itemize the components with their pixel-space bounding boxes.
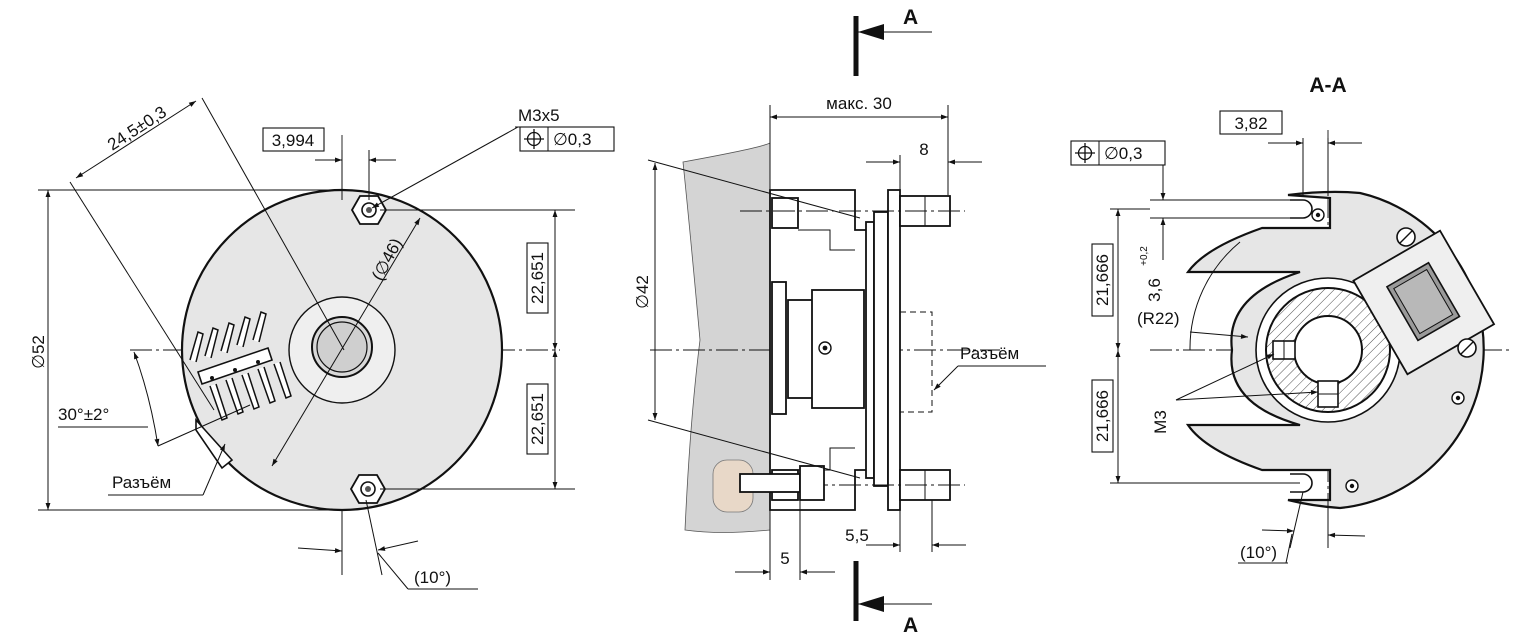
front-dim-lower: 22,651 bbox=[528, 393, 547, 445]
front-tolerance-value: ∅0,3 bbox=[553, 130, 591, 149]
front-diameter-label: ∅52 bbox=[29, 335, 48, 369]
hub-bore bbox=[1293, 315, 1363, 385]
mount-screw bbox=[739, 473, 801, 493]
front-dim-lower-box bbox=[526, 383, 549, 455]
section-top-box bbox=[1219, 110, 1283, 135]
front-dim-upper: 22,651 bbox=[528, 252, 547, 304]
section-dim-upper-box bbox=[1091, 243, 1114, 317]
front-offset-label: 3,994 bbox=[272, 131, 315, 150]
front-connector-angle: 30°±2° bbox=[58, 405, 109, 424]
side-connector-label: Разъём bbox=[960, 344, 1019, 363]
connector-outline bbox=[899, 311, 933, 413]
section-dim-lower-box bbox=[1091, 379, 1114, 453]
section-thread: M3 bbox=[1151, 410, 1170, 434]
housing-step-top bbox=[771, 197, 799, 229]
section-view: A-A bbox=[1070, 74, 1510, 564]
section-tolerance-value: ∅0,3 bbox=[1104, 144, 1142, 163]
side-step-dim: 5,5 bbox=[845, 526, 869, 545]
front-dim-upper-box bbox=[526, 242, 549, 314]
connector-block bbox=[1352, 229, 1496, 376]
position-tolerance-icon bbox=[1075, 143, 1095, 163]
section-marker-top: A bbox=[903, 6, 918, 29]
housing-inner bbox=[787, 299, 815, 399]
section-slot-width: 3,6 bbox=[1145, 278, 1164, 302]
front-diagonal-label: 24,5±0,3 bbox=[104, 102, 170, 154]
side-flange-dim: 5 bbox=[780, 549, 789, 568]
plate bbox=[865, 221, 875, 479]
front-hole-angle: (10°) bbox=[414, 568, 451, 587]
section-slot-tolerance: +0,2 bbox=[1139, 246, 1150, 266]
section-marker-bottom: A bbox=[903, 614, 918, 636]
bottom-mount-hole bbox=[349, 474, 387, 504]
side-shaft-dim: 8 bbox=[919, 140, 928, 159]
section-title: A-A bbox=[1309, 74, 1346, 97]
flange bbox=[873, 211, 889, 487]
front-connector-label: Разъём bbox=[112, 473, 171, 492]
side-diameter-label: ∅42 bbox=[633, 275, 652, 309]
section-top-dim: 3,82 bbox=[1234, 114, 1267, 133]
side-view: A A bbox=[633, 6, 1046, 636]
front-cover bbox=[887, 189, 901, 511]
section-radius: (R22) bbox=[1137, 309, 1180, 328]
section-screw bbox=[1311, 208, 1477, 493]
section-dim-upper: 21,666 bbox=[1093, 254, 1112, 306]
housing-rib bbox=[771, 281, 787, 415]
front-offset-box bbox=[262, 127, 325, 152]
section-dim-lower: 21,666 bbox=[1093, 390, 1112, 442]
mount-screw-head bbox=[799, 465, 825, 501]
section-tolerance-frame bbox=[1070, 140, 1166, 166]
front-thread-label: M3x5 bbox=[518, 106, 560, 125]
front-view: ∅52 22,651 22,651 3,994 24,5±0,3 (∅46) M… bbox=[29, 97, 615, 590]
position-tolerance-icon bbox=[524, 129, 544, 149]
side-max-length: макс. 30 bbox=[826, 94, 892, 113]
section-angle: (10°) bbox=[1240, 543, 1277, 562]
